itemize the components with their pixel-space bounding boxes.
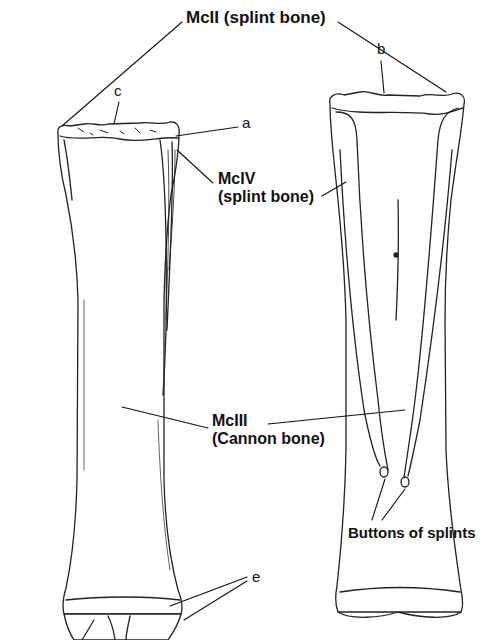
distal-condyle [338,612,461,617]
part-label: McIII (Cannon bone) [212,412,327,449]
leader-line [381,61,384,93]
leader-line [177,150,213,183]
leader-line [268,410,405,424]
shading-line [166,150,175,320]
leader-line [372,479,385,520]
articular-surface [332,108,463,114]
callout-letter: a [242,114,250,131]
part-label: McII (splint bone) [186,8,326,28]
callout-letter: b [377,40,385,57]
nutrient-foramen [394,253,398,257]
distal-line [340,588,460,593]
splint-button [380,467,388,477]
splint-button [401,477,409,487]
leader-line [122,407,208,428]
distal-line [66,597,180,600]
splint-bone-edge [340,150,380,466]
part-label: Buttons of splints [348,524,476,541]
leader-line [176,127,238,136]
leader-line [338,22,446,92]
part-label: McIV (splint bone) [218,170,316,207]
leader-line [170,577,247,606]
splint-bone-edge [408,150,452,476]
splint-bone-edge [404,108,458,478]
leader-line [184,581,247,620]
callout-letter: c [114,82,122,99]
leader-line [82,620,94,640]
sagittal-ridge [108,616,130,640]
callout-letter: e [252,568,260,585]
leader-line [382,489,405,520]
palmar-groove [396,200,398,320]
distal-condyle [64,614,181,640]
splint-bone-edge [160,140,166,395]
surface-texture [78,128,156,135]
leader-line [322,182,346,196]
splint-bone-edge [64,140,72,200]
shading-line [84,300,170,570]
cannon-bone-outline [58,122,182,614]
leader-line [114,102,119,124]
leader-line [62,22,182,126]
